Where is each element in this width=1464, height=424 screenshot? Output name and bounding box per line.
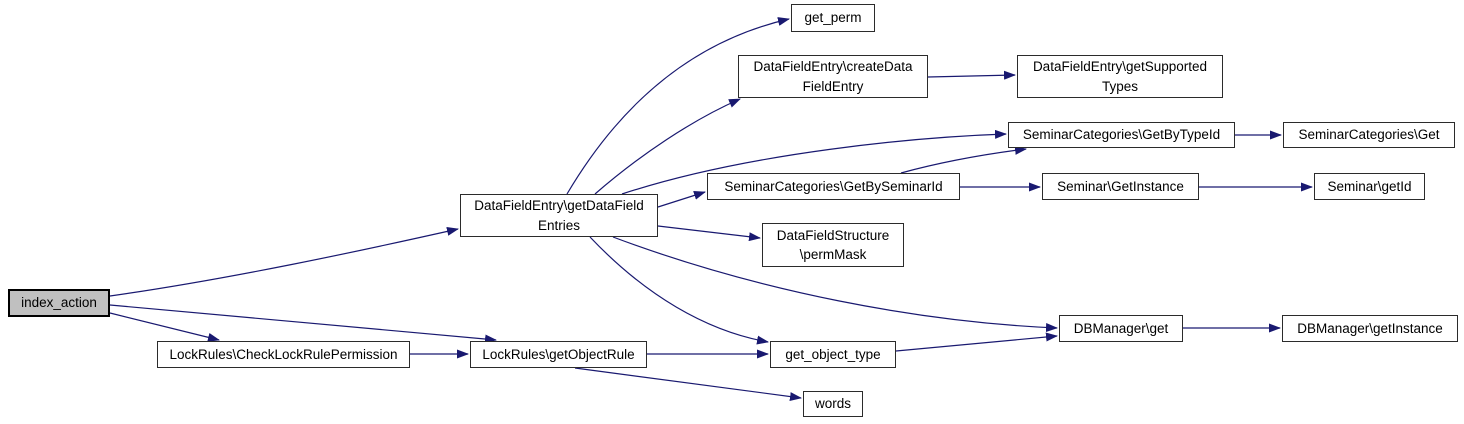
edge-index_action-to-check_lock_rule_permission xyxy=(109,312,220,342)
node-label: DataFieldStructure \permMask xyxy=(776,227,890,262)
node-words[interactable]: words xyxy=(803,391,863,417)
node-label: Seminar\GetInstance xyxy=(1057,178,1184,194)
node-get_data_field_entries[interactable]: DataFieldEntry\getDataField Entries xyxy=(460,194,658,237)
edge-get_data_field_entries-to-get_perm xyxy=(566,17,790,195)
edge-get_data_field_entries-to-perm_mask xyxy=(657,225,761,242)
node-label: LockRules\CheckLockRulePermission xyxy=(169,346,398,362)
node-get_perm[interactable]: get_perm xyxy=(791,4,875,32)
node-check_lock_rule_permission[interactable]: LockRules\CheckLockRulePermission xyxy=(157,341,410,368)
node-label: DBManager\getInstance xyxy=(1297,320,1443,336)
node-get_supported_types[interactable]: DataFieldEntry\getSupported Types xyxy=(1017,55,1223,98)
node-get_by_seminar_id[interactable]: SeminarCategories\GetBySeminarId xyxy=(707,173,960,200)
edge-index_action-to-get_data_field_entries xyxy=(109,227,459,297)
node-create_data_field_entry[interactable]: DataFieldEntry\createData FieldEntry xyxy=(738,55,928,98)
edge-get_data_field_entries-to-db_manager_get xyxy=(612,236,1058,333)
edge-get_data_field_entries-to-get_by_type_id xyxy=(621,129,1007,195)
node-seminar_get_id[interactable]: Seminar\getId xyxy=(1314,173,1425,200)
node-label: DataFieldEntry\getDataField Entries xyxy=(474,198,644,233)
node-label: DataFieldEntry\createData FieldEntry xyxy=(753,59,913,94)
edge-get_by_seminar_id-to-get_by_type_id xyxy=(900,145,1027,174)
node-label: get_object_type xyxy=(785,346,881,362)
node-label: SeminarCategories\GetByTypeId xyxy=(1022,127,1221,143)
node-label: DBManager\get xyxy=(1073,320,1169,336)
node-label: words xyxy=(814,396,851,412)
node-get_object_rule[interactable]: LockRules\getObjectRule xyxy=(470,341,647,368)
node-label: DataFieldEntry\getSupported Types xyxy=(1032,59,1208,94)
node-label: index_action xyxy=(21,295,97,311)
node-label: LockRules\getObjectRule xyxy=(482,346,635,362)
edge-get_object_type-to-db_manager_get xyxy=(895,332,1058,352)
node-db_manager_get[interactable]: DBManager\get xyxy=(1059,315,1183,342)
edge-get_object_rule-to-words xyxy=(574,367,802,402)
edge-get_data_field_entries-to-create_data_field_entry xyxy=(594,98,741,195)
node-label: SeminarCategories\GetBySeminarId xyxy=(724,178,943,194)
node-seminar_categories_get[interactable]: SeminarCategories\Get xyxy=(1283,122,1455,148)
node-label: Seminar\getId xyxy=(1327,178,1412,194)
edge-get_data_field_entries-to-get_object_type xyxy=(589,236,769,345)
edge-index_action-to-get_object_rule xyxy=(109,304,497,344)
edge-get_data_field_entries-to-get_by_seminar_id xyxy=(657,191,706,208)
node-label: get_perm xyxy=(804,10,862,26)
node-db_manager_get_instance[interactable]: DBManager\getInstance xyxy=(1282,315,1458,342)
edge-create_data_field_entry-to-get_supported_types xyxy=(927,70,1016,80)
node-get_object_type[interactable]: get_object_type xyxy=(770,341,896,368)
node-seminar_get_instance[interactable]: Seminar\GetInstance xyxy=(1042,173,1199,200)
node-get_by_type_id[interactable]: SeminarCategories\GetByTypeId xyxy=(1008,122,1235,148)
node-perm_mask[interactable]: DataFieldStructure \permMask xyxy=(762,223,904,267)
node-index_action[interactable]: index_action xyxy=(8,289,110,317)
node-label: SeminarCategories\Get xyxy=(1298,127,1440,143)
